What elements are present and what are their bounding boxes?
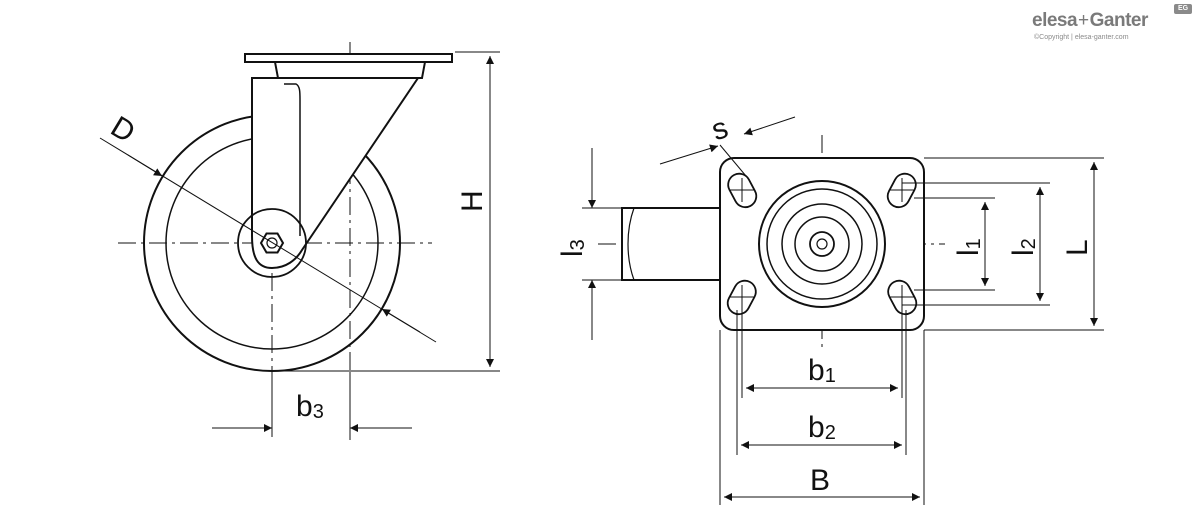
hub-boss bbox=[237, 208, 307, 278]
logo-wordmark: elesa+Ganter bbox=[1032, 10, 1148, 32]
slot-bottom-left bbox=[726, 279, 757, 316]
bearing-center bbox=[816, 238, 828, 250]
fork-leg bbox=[251, 77, 420, 270]
label-big-l: L bbox=[1061, 239, 1094, 256]
label-b3: b3 bbox=[296, 390, 324, 423]
label-l1: l1 bbox=[952, 238, 985, 256]
slot-top-left bbox=[727, 172, 758, 209]
logo-badge-text: EG bbox=[1177, 5, 1189, 12]
label-b2: b2 bbox=[808, 411, 836, 444]
top-view bbox=[582, 116, 1104, 505]
bearing-ring-1 bbox=[758, 180, 886, 308]
fork-inner-line bbox=[284, 83, 301, 236]
mounting-plate bbox=[244, 53, 453, 63]
label-l3: l3 bbox=[556, 239, 589, 257]
label-h: H bbox=[456, 190, 489, 212]
slot-top-right bbox=[886, 172, 917, 209]
label-d: D bbox=[105, 110, 141, 149]
logo-copyright: ©Copyright | elesa-ganter.com bbox=[1034, 34, 1129, 41]
axle-bore bbox=[266, 237, 278, 249]
s-extension bbox=[719, 144, 747, 177]
d-arrow-lower bbox=[381, 308, 421, 333]
logo-brand-left: elesa bbox=[1032, 10, 1078, 31]
brand-logo: elesa+Ganter ©Copyright | elesa-ganter.c… bbox=[1028, 4, 1196, 48]
slot-bottom-right bbox=[887, 279, 918, 316]
s-arrow-left bbox=[659, 144, 719, 165]
swivel-head bbox=[273, 61, 427, 79]
bearing-ring-3 bbox=[781, 203, 863, 285]
label-b1: b1 bbox=[808, 354, 836, 387]
label-s: s bbox=[708, 111, 732, 147]
bearing-ring-2 bbox=[766, 188, 878, 300]
label-l2: l2 bbox=[1007, 238, 1040, 256]
s-arrow-right bbox=[743, 116, 796, 136]
stem-end-curve bbox=[627, 207, 635, 281]
logo-plus: + bbox=[1078, 10, 1089, 31]
logo-brand-right: Ganter bbox=[1089, 10, 1149, 31]
mounting-slots bbox=[726, 172, 918, 316]
bearing-ring-5 bbox=[809, 231, 835, 257]
top-plate bbox=[719, 157, 925, 331]
stem bbox=[621, 207, 723, 281]
side-view bbox=[99, 42, 500, 440]
bearing-ring-4 bbox=[794, 216, 850, 272]
logo-badge-icon: EG bbox=[1174, 4, 1192, 14]
d-arrow-upper bbox=[127, 154, 163, 177]
label-big-b: B bbox=[810, 464, 830, 497]
